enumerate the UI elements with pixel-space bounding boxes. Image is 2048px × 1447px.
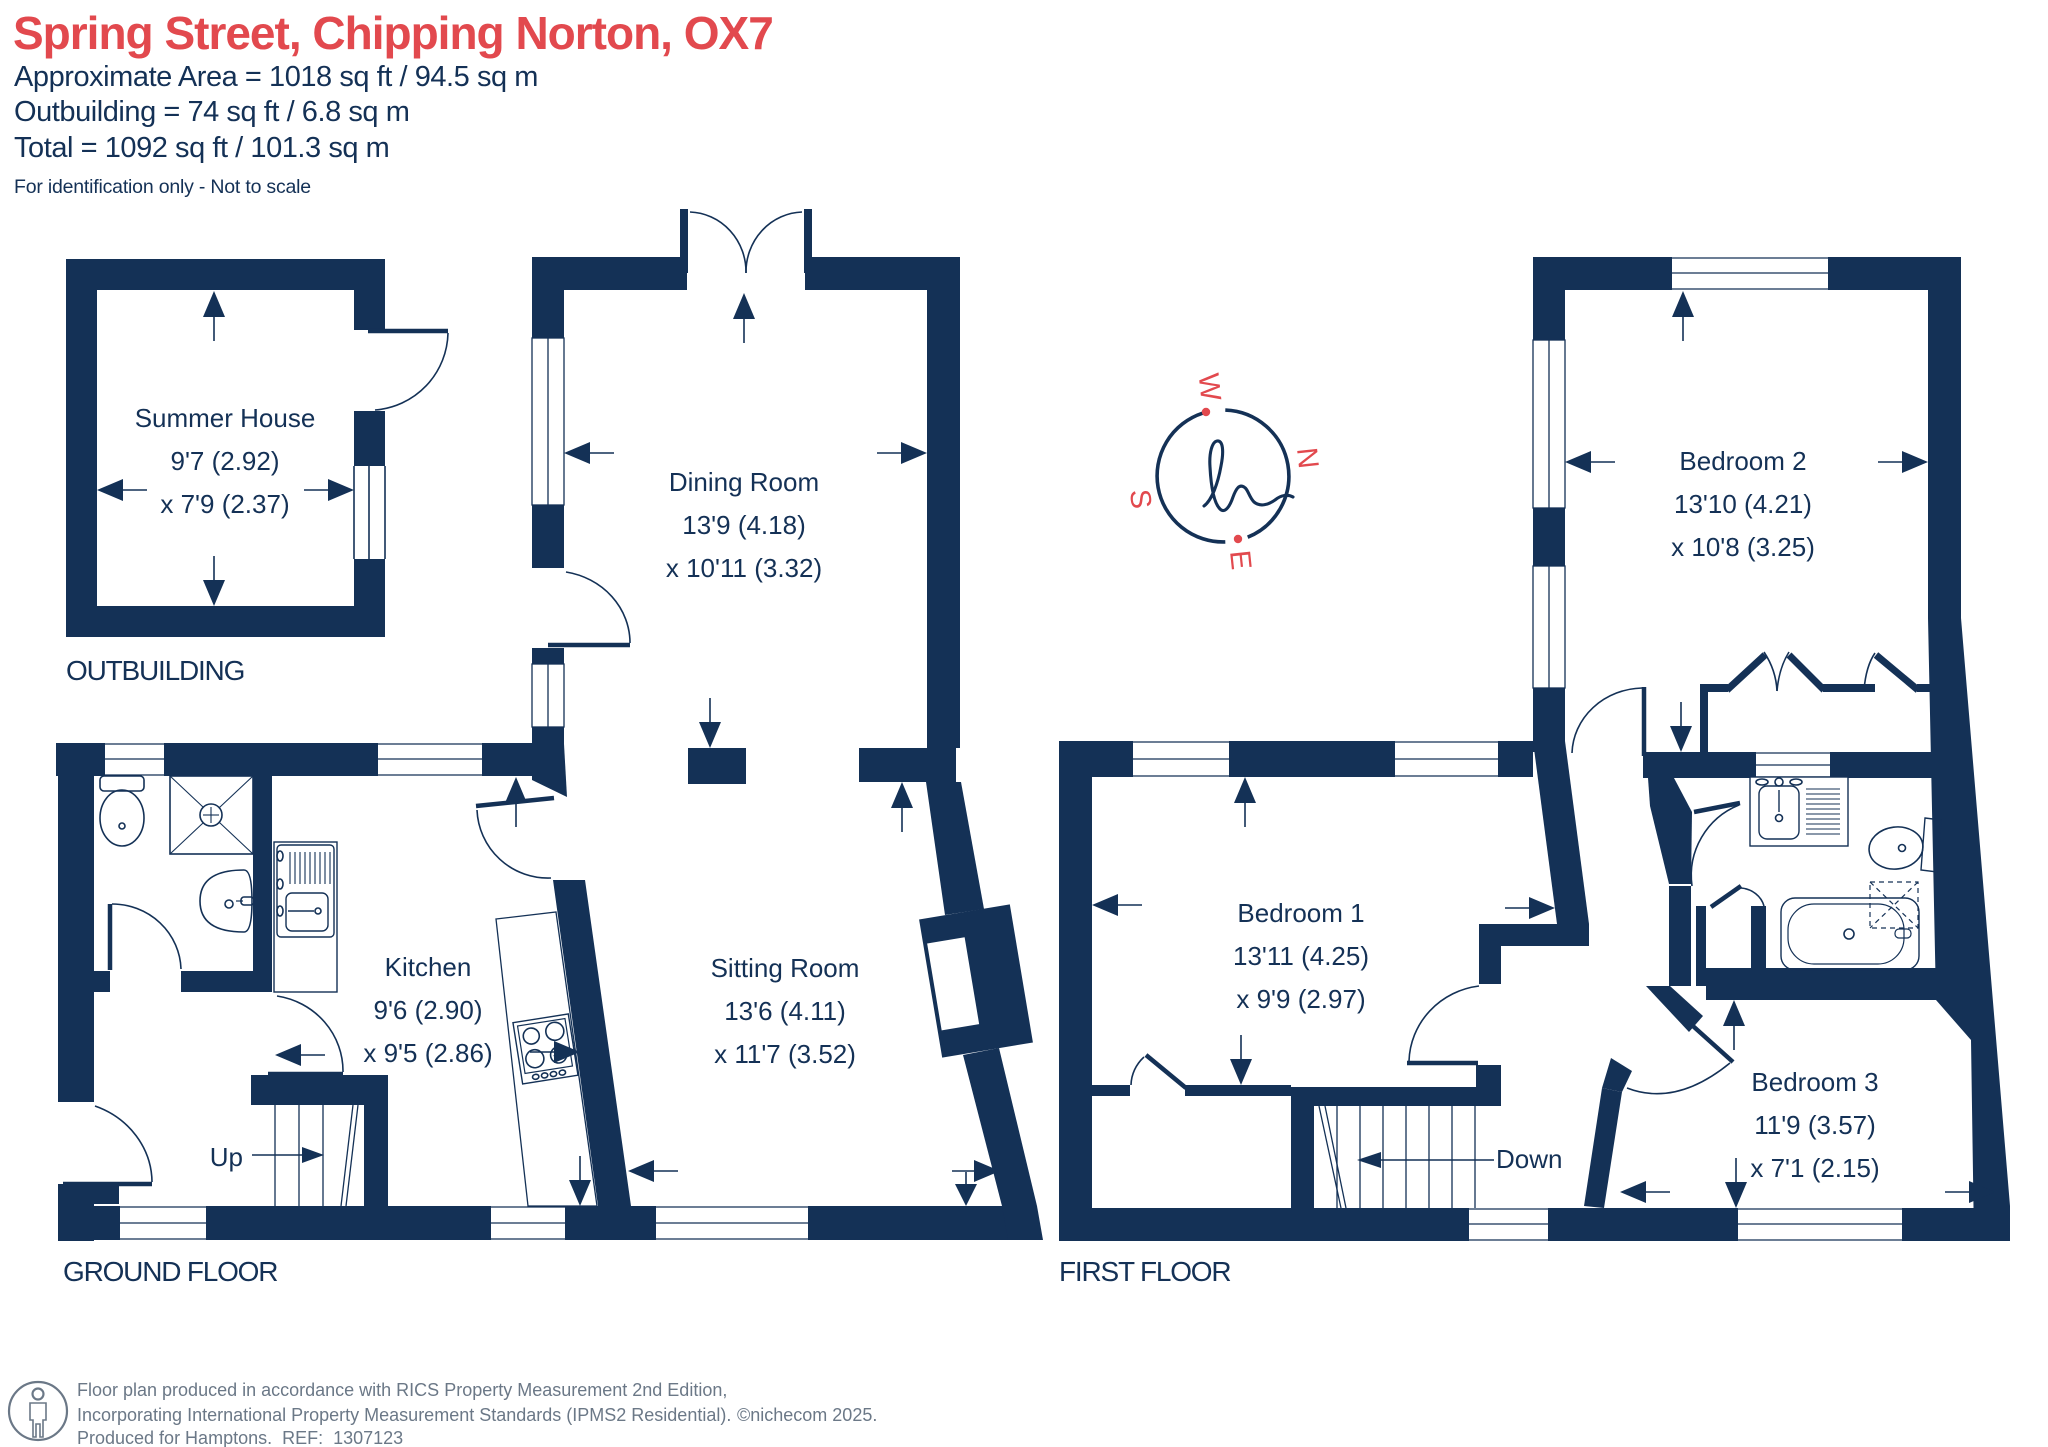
svg-text:Approximate Area = 1018 sq ft: Approximate Area = 1018 sq ft / 94.5 sq … [14, 61, 538, 93]
svg-text:Kitchen: Kitchen [385, 952, 472, 982]
svg-text:x 10'11 (3.32): x 10'11 (3.32) [666, 553, 822, 583]
svg-text:11'9 (3.57): 11'9 (3.57) [1754, 1110, 1876, 1140]
svg-text:13'11 (4.25): 13'11 (4.25) [1233, 941, 1369, 971]
svg-text:Total = 1092 sq ft / 101.3 sq: Total = 1092 sq ft / 101.3 sq m [14, 132, 389, 164]
svg-text:W: W [1192, 372, 1227, 403]
svg-text:9'7 (2.92): 9'7 (2.92) [170, 446, 279, 476]
svg-text:13'10 (4.21): 13'10 (4.21) [1674, 489, 1812, 519]
svg-text:Summer House: Summer House [135, 403, 316, 433]
svg-text:©nichecom 2025.: ©nichecom 2025. [737, 1405, 877, 1425]
svg-text:Sitting Room: Sitting Room [711, 953, 860, 983]
svg-text:x 11'7 (3.52): x 11'7 (3.52) [714, 1039, 856, 1069]
svg-text:x 9'9 (2.97): x 9'9 (2.97) [1236, 984, 1365, 1014]
svg-text:x 10'8 (3.25): x 10'8 (3.25) [1671, 532, 1815, 562]
svg-text:OUTBUILDING: OUTBUILDING [66, 655, 244, 686]
svg-text:x 7'1 (2.15): x 7'1 (2.15) [1750, 1153, 1879, 1183]
svg-text:Floor plan produced in accorda: Floor plan produced in accordance with R… [77, 1380, 727, 1400]
svg-text:Outbuilding = 74 sq ft / 6.8 s: Outbuilding = 74 sq ft / 6.8 sq m [14, 96, 409, 128]
svg-text:For identification only - Not: For identification only - Not to scale [14, 176, 311, 198]
svg-text:Up: Up [210, 1142, 243, 1172]
svg-text:N: N [1290, 446, 1324, 470]
svg-text:Produced for Hamptons. REF:: Produced for Hamptons. REF: 1307123 [77, 1428, 403, 1447]
svg-text:13'9 (4.18): 13'9 (4.18) [682, 510, 806, 540]
svg-text:13'6 (4.11): 13'6 (4.11) [724, 996, 846, 1026]
svg-text:x 7'9 (2.37): x 7'9 (2.37) [160, 489, 289, 519]
svg-text:9'6 (2.90): 9'6 (2.90) [373, 995, 482, 1025]
svg-text:Spring Street, Chipping Norton: Spring Street, Chipping Norton, OX7 [13, 7, 773, 59]
svg-text:Bedroom 1: Bedroom 1 [1237, 898, 1364, 928]
svg-text:FIRST FLOOR: FIRST FLOOR [1059, 1256, 1230, 1287]
svg-text:Bedroom 3: Bedroom 3 [1751, 1067, 1878, 1097]
svg-text:x 9'5 (2.86): x 9'5 (2.86) [363, 1038, 492, 1068]
svg-text:Dining Room: Dining Room [669, 467, 819, 497]
svg-text:Bedroom 2: Bedroom 2 [1679, 446, 1806, 476]
svg-text:S: S [1123, 488, 1157, 511]
svg-text:Down: Down [1496, 1144, 1562, 1174]
svg-text:Incorporating International Pr: Incorporating International Property Mea… [77, 1405, 731, 1425]
svg-text:GROUND FLOOR: GROUND FLOOR [63, 1256, 277, 1287]
svg-text:E: E [1223, 549, 1257, 572]
